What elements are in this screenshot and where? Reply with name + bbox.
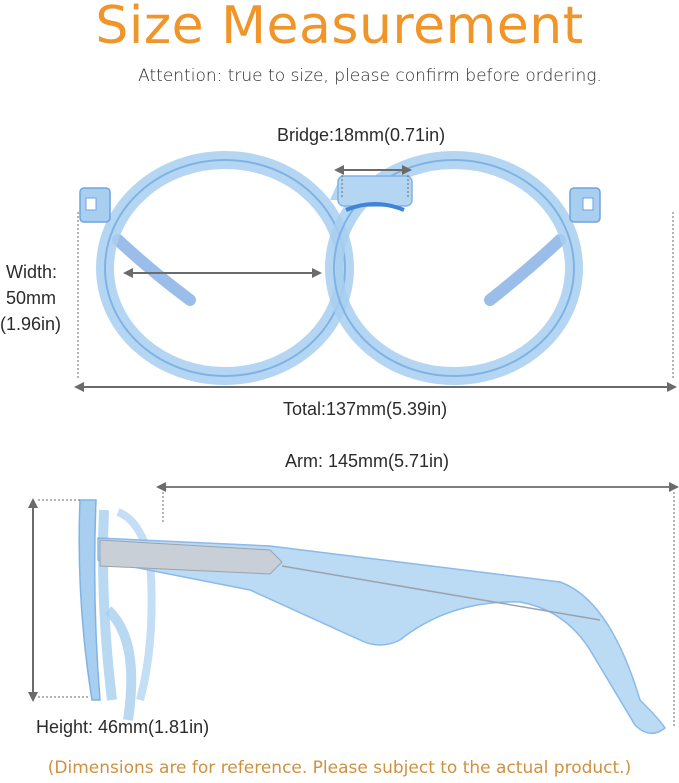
side-view-glasses (78, 499, 666, 734)
width-label-line1: Width: (6, 262, 58, 282)
width-label-line3: (1.96in) (0, 314, 62, 334)
height-label: Height: 46mm(1.81in) (36, 717, 210, 737)
attention-note: Attention: true to size, please confirm … (138, 66, 602, 86)
page-title: Size Measurement (95, 0, 584, 56)
bridge-label: Bridge:18mm(0.71in) (277, 125, 446, 145)
total-label: Total:137mm(5.39in) (283, 399, 448, 419)
width-label-line2: 50mm (6, 288, 57, 308)
dimensions-disclaimer: (Dimensions are for reference. Please su… (47, 758, 632, 778)
arm-label: Arm: 145mm(5.71in) (285, 451, 450, 471)
front-view-glasses (79, 151, 601, 385)
